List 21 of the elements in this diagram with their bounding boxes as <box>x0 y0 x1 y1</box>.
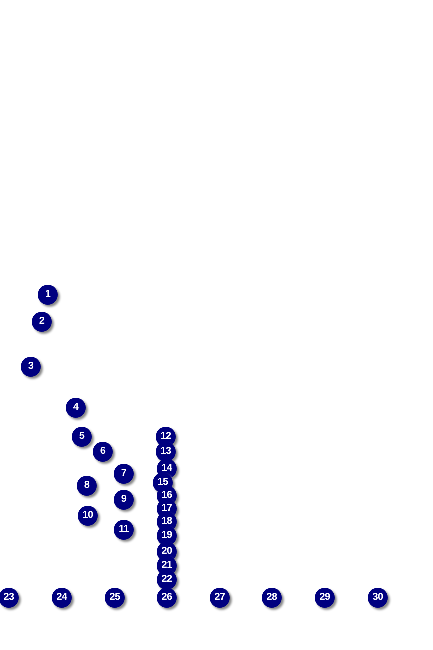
callout-number: 26 <box>157 588 177 608</box>
callout-number: 29 <box>315 588 335 608</box>
callout-number: 27 <box>210 588 230 608</box>
callout-number: 23 <box>0 588 19 608</box>
callout-number: 7 <box>114 464 134 484</box>
callout-number: 30 <box>368 588 388 608</box>
callout-number: 24 <box>52 588 72 608</box>
callout-number: 28 <box>262 588 282 608</box>
callout-number: 13 <box>156 442 176 462</box>
callout-number: 11 <box>114 520 134 540</box>
callout-number: 3 <box>21 357 41 377</box>
callout-number: 4 <box>66 398 86 418</box>
callout-number: 22 <box>157 570 177 590</box>
callout-number: 8 <box>77 476 97 496</box>
callout-number: 9 <box>114 490 134 510</box>
callout-number: 6 <box>93 442 113 462</box>
callout-number: 5 <box>72 427 92 447</box>
callout-number: 10 <box>78 506 98 526</box>
callout-number: 1 <box>38 285 58 305</box>
callout-number: 2 <box>32 312 52 332</box>
callout-number: 25 <box>105 588 125 608</box>
